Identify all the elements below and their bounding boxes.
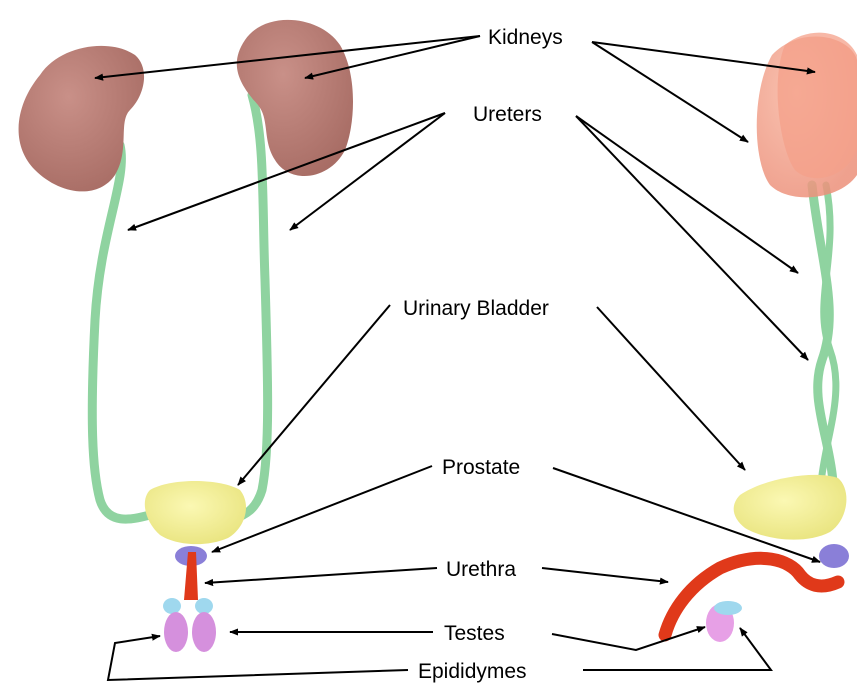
side-urethra: [665, 558, 838, 635]
front-left-ureter: [92, 145, 150, 519]
side-bladder: [734, 475, 847, 540]
side-kidney-front: [778, 33, 857, 179]
front-right-testis: [192, 612, 216, 652]
side-epididymis: [714, 601, 742, 615]
front-left-epididymis: [163, 598, 181, 614]
arrow-epididymes-2: [583, 628, 771, 670]
side-prostate: [819, 544, 849, 568]
labels: Kidneys Ureters Urinary Bladder Prostate…: [403, 26, 563, 683]
label-prostate: Prostate: [442, 456, 520, 479]
label-urethra: Urethra: [446, 558, 516, 581]
side-view: [665, 33, 857, 642]
callout-arrows: [95, 36, 820, 680]
front-view: [19, 20, 353, 652]
arrow-bladder-2: [597, 307, 745, 470]
arrow-epididymes-1: [108, 636, 408, 680]
front-bladder: [145, 481, 246, 544]
front-left-testis: [164, 612, 188, 652]
label-kidneys: Kidneys: [488, 26, 563, 49]
arrow-urethra-1: [205, 568, 437, 583]
label-epididymes: Epididymes: [418, 660, 527, 683]
front-right-epididymis: [195, 598, 213, 614]
arrow-urethra-2: [542, 568, 668, 582]
arrow-testes-2: [552, 627, 705, 650]
arrow-bladder-1: [238, 305, 390, 485]
arrow-kidneys-4: [592, 42, 748, 142]
label-testes: Testes: [444, 622, 505, 645]
label-urinary-bladder: Urinary Bladder: [403, 297, 549, 320]
label-ureters: Ureters: [473, 103, 542, 126]
